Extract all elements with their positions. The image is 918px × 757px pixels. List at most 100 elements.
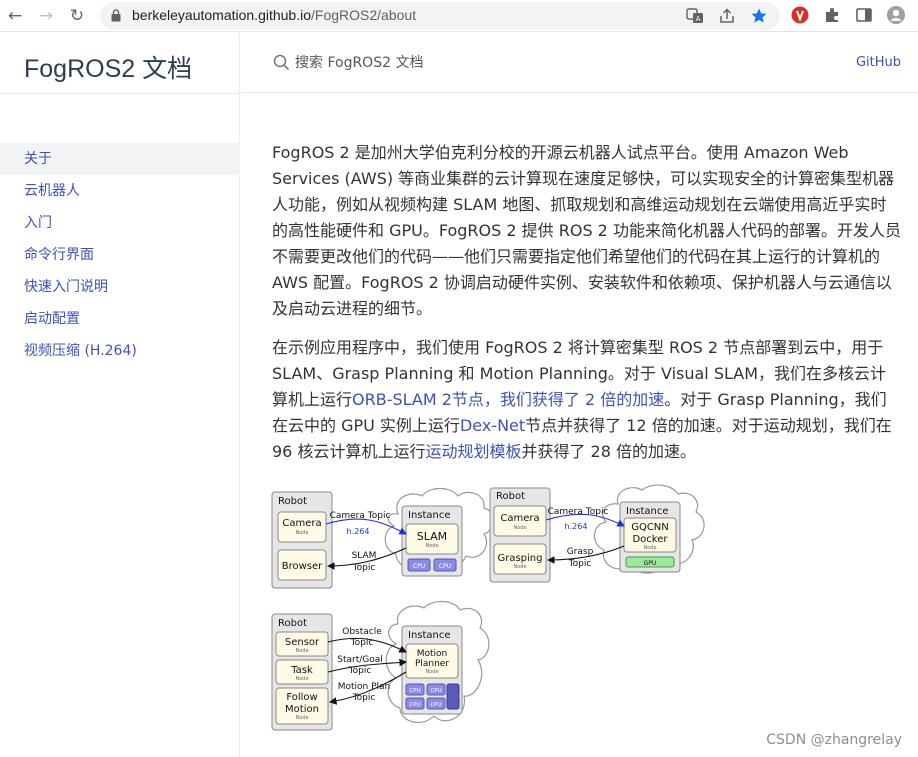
motion-sensor-node [275,631,329,657]
forward-arrow-icon[interactable]: → [38,6,54,26]
slam-cpu-2 [433,558,457,572]
grasp-grasping-node [493,543,547,575]
svg-text:CPU: CPU [409,688,420,694]
translate-icon[interactable]: A [686,7,704,25]
slam-robot-label: Robot [278,496,307,507]
svg-text:Motion: Motion [285,704,319,715]
svg-text:Instance: Instance [408,510,451,521]
lock-icon [111,9,121,22]
url-text: berkeleyautomation.github.io/FogROS2/abo… [132,7,417,23]
svg-text:Topic: Topic [352,563,376,573]
svg-text:GQCNN: GQCNN [631,522,669,533]
sidebar-item-getting-started[interactable]: 入门 [24,215,52,231]
svg-text:Robot: Robot [496,491,525,502]
csdn-watermark: CSDN @zhangrelay [766,732,902,748]
profile-avatar-icon[interactable] [886,5,906,25]
motion-obstacle-arrow [327,637,407,653]
sidebar-item-video-compression[interactable]: 视频压缩 (H.264) [24,343,137,359]
svg-text:CPU: CPU [409,702,420,708]
svg-text:Obstacle: Obstacle [342,627,382,637]
svg-text:Instance: Instance [408,630,451,641]
sidebar-item-about[interactable]: 关于 [0,143,240,175]
svg-text:Robot: Robot [278,618,307,629]
grasp-diagram: Robot Camera Node Grasping Node Instance… [489,484,705,583]
svg-text:Topic: Topic [352,693,376,703]
svg-text:Motion Plan: Motion Plan [338,682,391,692]
back-arrow-icon[interactable]: ← [7,6,23,26]
svg-text:Node: Node [295,676,308,682]
svg-text:CPU: CPU [430,688,441,694]
sidebar-item-quickstart[interactable]: 快速入门说明 [24,279,108,295]
example-paragraph: 在示例应用程序中，我们使用 FogROS 2 将计算密集型 ROS 2 节点部署… [272,338,892,461]
side-panel-icon[interactable] [854,5,874,25]
svg-text:Start/Goal: Start/Goal [337,655,383,665]
grasp-camera-node [493,505,547,537]
svg-text:Sensor: Sensor [285,637,320,648]
svg-text:Node: Node [295,715,308,721]
motion-cpu-4 [426,697,446,710]
grasp-gpu-chip [625,556,675,568]
svg-text:Browser: Browser [282,561,323,572]
slam-cpu-1 [407,558,431,572]
reload-icon[interactable]: ↻ [69,6,85,26]
slam-slam-node [405,523,459,555]
svg-text:Camera: Camera [500,513,539,524]
svg-text:Docker: Docker [632,534,668,545]
svg-text:Topic: Topic [350,638,374,648]
sidebar-item-cli[interactable]: 命令行界面 [24,247,94,263]
svg-text:Task: Task [290,665,313,676]
slam-camera-arrow [325,518,407,535]
motion-startgoal-arrow [327,658,408,673]
motion-cpu-2 [426,683,446,696]
svg-text:Instance: Instance [626,506,669,517]
dex-net-link[interactable]: Dex-Net [459,416,526,435]
slam-diagram: Robot Camera Node Browser Instance SLAM … [271,487,495,589]
svg-text:Node: Node [295,648,308,654]
slam-browser-node [277,549,327,581]
motion-diagram: Robot Sensor Node Task Node Follow Motio… [271,600,490,731]
sidebar-divider [0,93,240,94]
svg-text:Topic: Topic [568,559,592,569]
svg-text:Node: Node [643,545,656,551]
bookmark-star-icon[interactable] [750,7,768,25]
svg-text:Camera: Camera [282,518,321,529]
sidebar-item-launch-config[interactable]: 启动配置 [24,311,80,327]
motion-cpu-1 [405,683,425,696]
grasp-gqcnn-node [623,517,677,553]
shield-extension-icon[interactable] [790,5,810,25]
slam-camera-node [277,511,327,543]
browser-toolbar: ← → ↻ berkeleyautomation.github.io/FogRO… [0,0,918,32]
svg-text:Grasp: Grasp [567,547,594,557]
svg-text:Topic: Topic [348,666,372,676]
svg-text:Camera Topic: Camera Topic [330,511,391,521]
sidebar: FogROS2 文档 关于 云机器人 入门 命令行界面 快速入门说明 启动配置 … [0,33,240,757]
share-icon[interactable] [718,7,736,25]
svg-text:Grasping: Grasping [497,553,542,564]
architecture-diagram: Robot Camera Node Browser Instance SLAM … [271,484,705,731]
motion-planning-link[interactable]: 运动规划模板 [425,442,522,461]
svg-text:CPU: CPU [430,702,441,708]
svg-text:Motion: Motion [417,649,448,659]
docs-header: GitHub [241,33,918,93]
grasp-camera-arrow [545,513,625,527]
address-bar[interactable]: berkeleyautomation.github.io/FogROS2/abo… [100,2,780,30]
motion-cpu-3 [405,697,425,710]
svg-text:Node: Node [425,669,438,675]
search-input[interactable] [295,52,595,74]
svg-text:Planner: Planner [415,659,449,669]
slam-topic-arrow [326,547,407,570]
site-title[interactable]: FogROS2 文档 [24,55,193,83]
svg-text:Node: Node [513,525,526,531]
motion-plan-arrow [328,671,407,705]
svg-text:h.264: h.264 [347,527,370,536]
main-content: FogROS 2 是加州大学伯克利分校的开源云机器人试点平台。使用 Amazon… [272,140,902,478]
svg-text:h.264: h.264 [565,522,588,531]
github-link[interactable]: GitHub [855,55,901,70]
svg-text:Node: Node [425,543,438,549]
svg-text:Node: Node [513,564,526,570]
svg-text:CPU: CPU [439,563,451,570]
sidebar-item-cloud-robotics[interactable]: 云机器人 [24,183,80,199]
puzzle-extensions-icon[interactable] [822,5,842,25]
grasp-topic-arrow [546,545,625,564]
orb-slam-link[interactable]: ORB-SLAM 2节点，我们获得了 2 倍的加速 [352,390,665,409]
